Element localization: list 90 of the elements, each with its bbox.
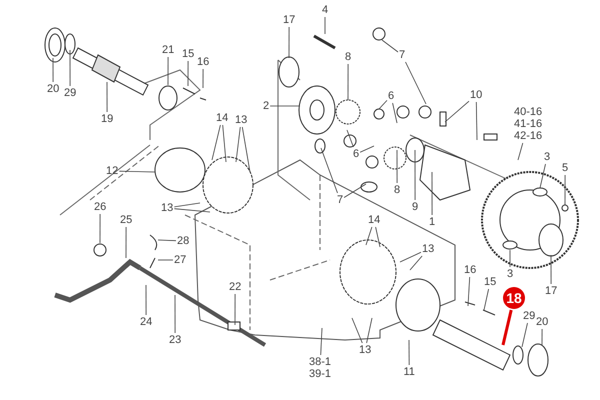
leader-line (236, 126, 241, 162)
callout-number: 7 (399, 49, 406, 61)
leader-line (405, 62, 426, 104)
callout-number: 11 (404, 366, 415, 378)
leader-line (382, 40, 398, 52)
callout-number: 38-1 (309, 356, 332, 368)
leader-line (392, 102, 398, 124)
callout-number: 4 (322, 4, 328, 16)
leader-line (346, 130, 354, 148)
callout-number: 17 (545, 285, 558, 297)
callout-number: 24 (140, 316, 152, 328)
callout-number: 25 (120, 214, 132, 226)
callout-number: 19 (101, 113, 114, 125)
callout-number: 28 (177, 235, 190, 247)
leader-line (444, 100, 470, 122)
callout-number: 3 (544, 151, 550, 163)
leader-line (174, 202, 200, 208)
leader-line (242, 126, 250, 172)
leader-line (344, 184, 366, 198)
leader-line (564, 174, 566, 206)
callout-number: 3 (507, 268, 514, 280)
leader-line (366, 226, 372, 246)
callout-number: 5 (562, 162, 568, 174)
leader-line (352, 318, 363, 344)
leader-line (174, 208, 210, 212)
leader-line (324, 16, 326, 34)
callout-number: 8 (345, 51, 352, 63)
callout-number: 13 (359, 344, 372, 356)
leader-line (288, 26, 290, 58)
callout-number: 20 (47, 83, 60, 95)
callout-number: 23 (169, 334, 182, 346)
leader-line (202, 68, 204, 88)
callout-number: 40-16 (514, 106, 542, 118)
callout-number: 7 (337, 194, 344, 206)
callout-badge: 18 (503, 287, 525, 309)
callout-number: 13 (422, 243, 434, 255)
leader-line (378, 100, 388, 110)
callout-number: 9 (412, 201, 418, 213)
leader-line (212, 124, 221, 160)
leader-line (414, 150, 416, 200)
leader-line (400, 252, 422, 262)
callout-number: 16 (197, 56, 210, 68)
leader-line (502, 310, 513, 346)
callout-number: 41-16 (514, 118, 542, 130)
callout-number: 22 (229, 281, 242, 293)
leader-line (408, 340, 410, 366)
leader-line (518, 142, 524, 160)
callout-number: 21 (162, 44, 174, 56)
callout-number: 2 (263, 100, 270, 112)
callout-number: 1 (429, 216, 436, 228)
callout-number: 39-1 (309, 368, 332, 380)
leader-line (396, 150, 398, 184)
leader-line (52, 58, 54, 82)
leader-line (550, 254, 552, 284)
leader-line (320, 328, 322, 356)
leader-line (106, 82, 108, 112)
callout-number: 14 (368, 214, 380, 226)
callout-number: 20 (536, 316, 548, 328)
callout-number: 17 (283, 14, 296, 26)
callout-number: 12 (106, 165, 118, 177)
leader-line (320, 148, 338, 194)
callout-number: 13 (161, 202, 174, 214)
leader-line (360, 146, 374, 153)
leader-line (158, 240, 176, 242)
callout-number: 16 (464, 264, 476, 276)
leader-line (118, 170, 156, 172)
callout-number: 8 (394, 184, 400, 196)
leader-line (375, 226, 380, 248)
callout-number: 6 (388, 90, 394, 102)
leader-line (222, 124, 226, 162)
leader-line (410, 256, 422, 270)
leader-line (174, 294, 176, 334)
leader-line (484, 288, 489, 310)
leader-line (540, 164, 546, 188)
callout-number: 10 (470, 89, 482, 101)
callout-number: 29 (523, 310, 536, 322)
callout-number: 14 (216, 112, 228, 124)
callout-number: 29 (64, 87, 76, 99)
leader-line (366, 318, 372, 344)
callout-number: 27 (174, 254, 186, 266)
callout-number: 15 (182, 48, 194, 60)
callout-number: 15 (484, 276, 496, 288)
callout-number: 6 (353, 148, 360, 160)
leader-line (468, 276, 470, 306)
leader-line (476, 102, 478, 140)
leader-line (234, 294, 236, 326)
callout-number: 42-16 (514, 130, 542, 142)
leader-line (522, 322, 528, 348)
callout-number: 26 (94, 201, 106, 213)
callout-number: 13 (235, 114, 248, 126)
